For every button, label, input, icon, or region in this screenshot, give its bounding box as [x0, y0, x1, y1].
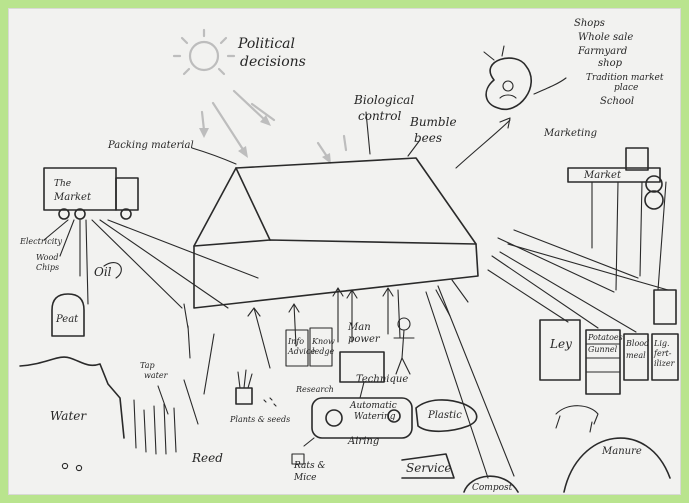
label-bag3-b: fert-	[653, 349, 672, 358]
sun-ray-arrows	[199, 91, 346, 164]
label-ley: Ley	[549, 337, 572, 351]
label-service: Service	[406, 461, 452, 475]
label-marketing: Marketing	[543, 128, 597, 139]
tractor-icon	[312, 352, 412, 438]
label-watering: Watering	[354, 412, 396, 422]
label-tap: Tap	[140, 361, 155, 370]
label-market-right: Market	[583, 170, 622, 181]
label-compost: Compost	[472, 483, 513, 493]
label-school: School	[600, 96, 634, 107]
greenhouse	[194, 158, 478, 308]
label-automatic: Automatic	[349, 401, 397, 411]
label-bag3-c: ilizer	[654, 359, 676, 368]
label-research: Research	[295, 385, 334, 394]
whiteboard-sketch: Political decisions Biological control B…	[8, 8, 681, 495]
label-biological: Biological	[353, 93, 414, 107]
label-decisions: decisions	[240, 54, 306, 70]
packing-arrow	[192, 148, 236, 164]
label-water-small: water	[144, 371, 169, 380]
label-oil: Oil	[94, 265, 112, 279]
label-reed: Reed	[191, 451, 223, 465]
label-man: Man	[347, 322, 371, 333]
label-peat: Peat	[55, 314, 79, 325]
label-wood: Wood	[36, 253, 58, 262]
reed-arrows	[184, 304, 214, 394]
label-rats: Rats &	[293, 461, 325, 471]
label-plants: Plants & seeds	[229, 415, 290, 424]
sun-icon	[174, 30, 234, 74]
label-the: The	[54, 179, 71, 189]
label-bees: bees	[414, 131, 442, 145]
shops-arrow	[534, 78, 566, 94]
label-control: control	[358, 109, 401, 123]
label-political: Political	[237, 36, 295, 52]
label-wholesale: Whole sale	[578, 32, 633, 43]
label-mice: Mice	[293, 473, 316, 483]
label-bag2-a: Blood	[625, 339, 649, 348]
label-book2-a: Know	[311, 337, 335, 346]
label-place: place	[614, 83, 638, 93]
label-technique: Technique	[356, 374, 408, 385]
label-tradition: Tradition market	[586, 73, 664, 83]
label-airing: Airing	[347, 436, 379, 447]
customers-bubble	[484, 46, 531, 109]
label-water: Water	[50, 409, 87, 423]
label-plastic: Plastic	[427, 410, 462, 421]
label-bag1-b: Gunnel	[588, 345, 618, 354]
label-bag1-a: Potatoes	[587, 333, 623, 342]
label-power: power	[348, 334, 381, 345]
label-bumble: Bumble	[409, 115, 457, 129]
label-bag2-b: meal	[626, 351, 646, 360]
plants-icon	[236, 370, 276, 406]
label-shop: shop	[598, 58, 623, 69]
label-manure: Manure	[601, 446, 642, 457]
label-book1-a: Info	[287, 337, 304, 346]
label-bag3-a: Lig.	[653, 339, 670, 348]
greenhouse-system-diagram: Political decisions Biological control B…	[8, 8, 681, 495]
marketing-arrow	[456, 120, 510, 168]
label-electricity: Electricity	[19, 237, 62, 246]
man-power-figure	[394, 318, 414, 374]
water-landscape	[20, 357, 198, 471]
label-shops: Shops	[574, 18, 605, 29]
label-book2-b: ledge	[312, 347, 335, 356]
label-chips: Chips	[36, 263, 59, 272]
label-farmyard: Farmyard	[577, 46, 627, 57]
label-packing: Packing material	[107, 140, 194, 151]
label-market: Market	[53, 192, 92, 203]
